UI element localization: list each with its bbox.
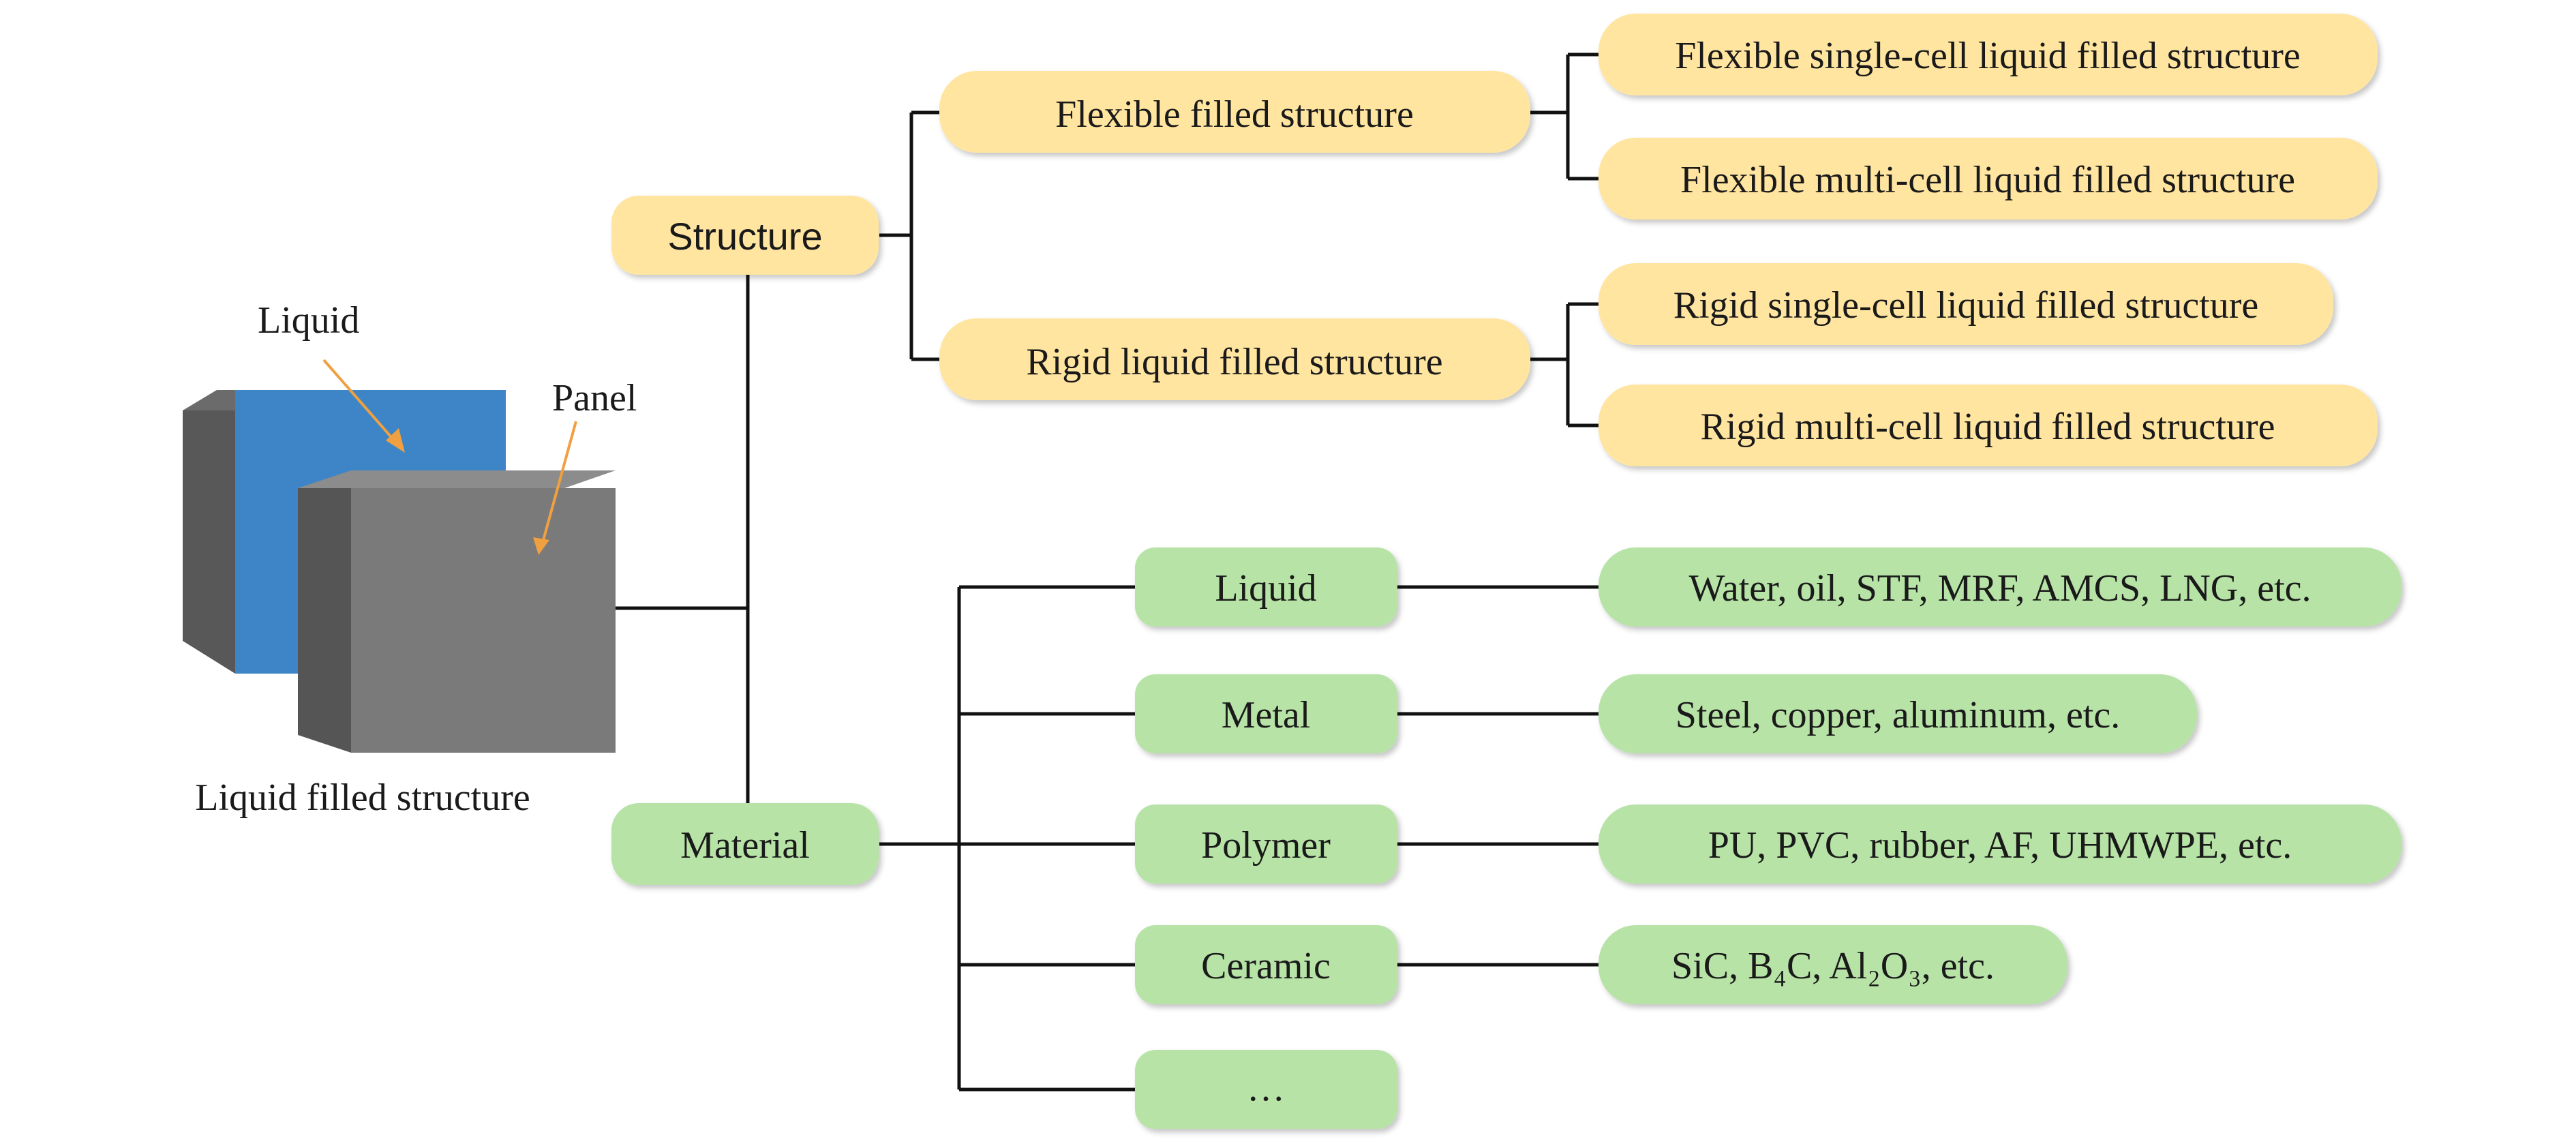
connector-lines — [616, 52, 1598, 1092]
flexible-multi-label: Flexible multi-cell liquid filled struct… — [1680, 159, 2295, 201]
rigid-node: Rigid liquid filled structure — [939, 318, 1530, 400]
material-polymer-node: Polymer — [1135, 805, 1397, 884]
material-ceramic-node: Ceramic — [1135, 925, 1397, 1004]
ceramic-examples-label: SiC, B₄C, Al₂O₃, etc. — [1671, 945, 1995, 987]
rigid-label: Rigid liquid filled structure — [1026, 341, 1442, 383]
structure-node: Structure — [611, 196, 879, 275]
polymer-examples-label: PU, PVC, rubber, AF, UHMWPE, etc. — [1708, 824, 2292, 867]
liquid-label: Liquid — [258, 299, 359, 342]
flexible-multi-node: Flexible multi-cell liquid filled struct… — [1598, 138, 2378, 220]
metal-examples-node: Steel, copper, aluminum, etc. — [1598, 674, 2197, 753]
flexible-label: Flexible filled structure — [1055, 93, 1414, 136]
flexible-single-label: Flexible single-cell liquid filled struc… — [1675, 35, 2301, 77]
material-polymer-label: Polymer — [1201, 824, 1331, 867]
front-panel-face — [351, 488, 616, 753]
ceramic-examples-node: SiC, B₄C, Al₂O₃, etc. — [1598, 925, 2067, 1004]
material-more-label: … — [1247, 1067, 1285, 1109]
liquid-arrow-head — [386, 428, 405, 453]
material-node: Material — [611, 803, 879, 885]
material-metal-label: Metal — [1222, 694, 1311, 736]
panel-arrow-head — [533, 537, 549, 555]
flexible-node: Flexible filled structure — [939, 71, 1530, 153]
liquid-filled-structure-illustration: Liquid Panel Liquid filled structure — [183, 299, 637, 819]
liquid-examples-node: Water, oil, STF, MRF, AMCS, LNG, etc. — [1598, 547, 2401, 627]
material-label: Material — [680, 824, 810, 867]
structure-label: Structure — [667, 215, 822, 258]
rigid-single-node: Rigid single-cell liquid filled structur… — [1598, 263, 2333, 345]
material-liquid-label: Liquid — [1215, 567, 1316, 610]
metal-examples-label: Steel, copper, aluminum, etc. — [1676, 694, 2120, 736]
flexible-single-node: Flexible single-cell liquid filled struc… — [1598, 14, 2378, 95]
panel-arrow-shaft — [541, 421, 577, 543]
rigid-multi-label: Rigid multi-cell liquid filled structure — [1701, 406, 2275, 448]
rigid-single-label: Rigid single-cell liquid filled structur… — [1673, 284, 2258, 327]
back-panel-side — [183, 410, 235, 674]
illustration-caption: Liquid filled structure — [195, 777, 530, 819]
polymer-examples-node: PU, PVC, rubber, AF, UHMWPE, etc. — [1598, 805, 2401, 884]
panel-label: Panel — [552, 377, 637, 419]
rigid-multi-node: Rigid multi-cell liquid filled structure — [1598, 385, 2378, 466]
front-panel-top — [298, 470, 616, 488]
material-ceramic-label: Ceramic — [1201, 945, 1331, 987]
front-panel-side — [298, 488, 351, 753]
material-metal-node: Metal — [1135, 674, 1397, 753]
material-more-node: … — [1135, 1050, 1397, 1129]
material-liquid-node: Liquid — [1135, 547, 1397, 627]
liquid-examples-label: Water, oil, STF, MRF, AMCS, LNG, etc. — [1689, 567, 2312, 610]
liquid-arrow-shaft — [322, 359, 397, 443]
